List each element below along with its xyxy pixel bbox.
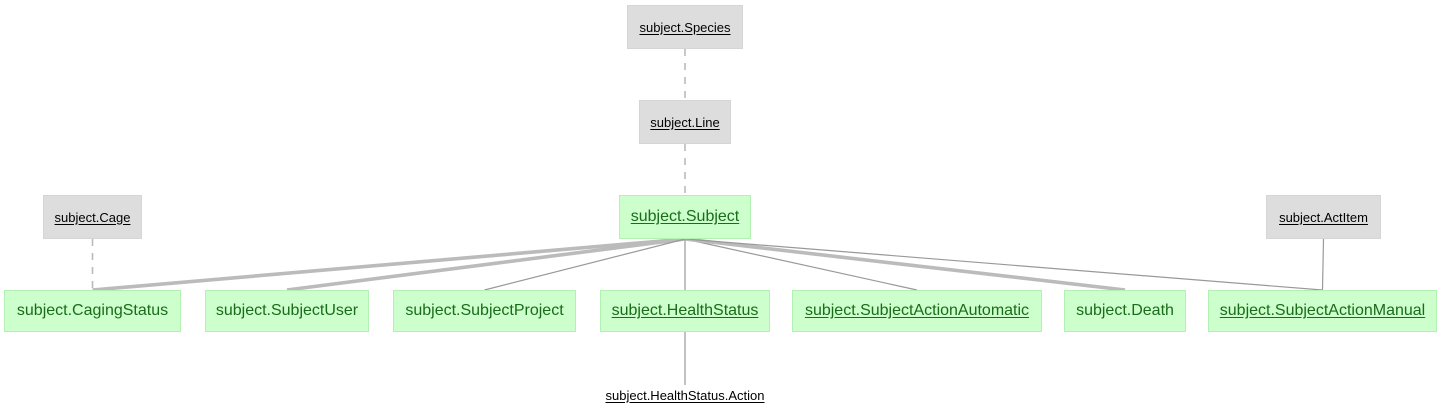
- node-label-line: subject.Line: [650, 114, 720, 130]
- edge-actitem-actionmanual: [1321, 238, 1325, 291]
- edge-subject-death: [684, 237, 1126, 292]
- node-death: subject.Death: [1064, 290, 1186, 332]
- edge-subject-actionmanual: [684, 238, 1323, 291]
- node-subjectproject: subject.SubjectProject: [393, 290, 576, 332]
- edge-subject-cagingstatus: [92, 237, 686, 292]
- node-label-actionauto: subject.SubjectActionAutomatic: [804, 302, 1030, 319]
- node-label-death: subject.Death: [1076, 302, 1174, 319]
- node-healthstatus[interactable]: subject.HealthStatus: [600, 290, 770, 332]
- node-label-healthstatus: subject.HealthStatus: [611, 302, 759, 319]
- node-label-subjectproject: subject.SubjectProject: [405, 302, 564, 319]
- node-label-subject: subject.Subject: [630, 208, 740, 225]
- node-actitem[interactable]: subject.ActItem: [1266, 195, 1381, 239]
- node-actionauto[interactable]: subject.SubjectActionAutomatic: [792, 290, 1042, 332]
- node-label-cage: subject.Cage: [54, 209, 131, 225]
- node-label-cagingstatus: subject.CagingStatus: [16, 302, 169, 319]
- node-species[interactable]: subject.Species: [627, 5, 743, 49]
- node-label-hsaction: subject.HealthStatus.Action: [605, 387, 765, 403]
- node-label-subjectuser: subject.SubjectUser: [215, 302, 359, 319]
- node-cage[interactable]: subject.Cage: [43, 195, 142, 239]
- node-actionmanual[interactable]: subject.SubjectActionManual: [1208, 290, 1437, 332]
- node-label-actionmanual: subject.SubjectActionManual: [1219, 302, 1426, 319]
- node-cagingstatus: subject.CagingStatus: [4, 290, 181, 332]
- node-label-actitem: subject.ActItem: [1279, 209, 1368, 225]
- node-subject[interactable]: subject.Subject: [619, 195, 751, 239]
- node-hsaction[interactable]: subject.HealthStatus.Action: [600, 385, 770, 405]
- node-label-species: subject.Species: [639, 19, 731, 35]
- edge-subject-actionauto: [684, 238, 918, 291]
- node-subjectuser: subject.SubjectUser: [205, 290, 369, 332]
- node-line[interactable]: subject.Line: [639, 100, 731, 144]
- edge-subject-subjectproject: [484, 238, 686, 291]
- edge-subject-subjectuser: [286, 237, 686, 292]
